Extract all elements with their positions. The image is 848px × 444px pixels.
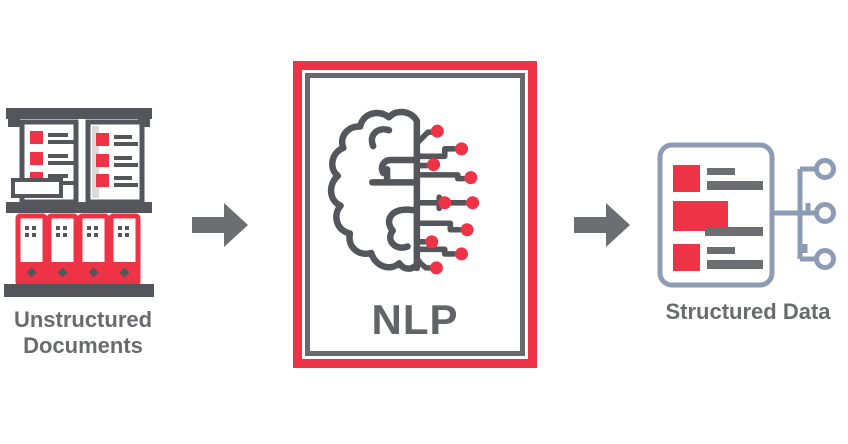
branch-lines bbox=[772, 166, 815, 262]
arrow-right-icon bbox=[192, 203, 248, 247]
source-label: Unstructured Documents bbox=[2, 307, 164, 359]
source-label-line2: Documents bbox=[23, 333, 143, 358]
file-box-left bbox=[11, 119, 79, 205]
nlp-inner-frame: NLP bbox=[305, 73, 525, 356]
source-label-line1: Unstructured bbox=[13, 307, 153, 332]
process-label: NLP bbox=[371, 296, 459, 343]
brain-circuit-icon bbox=[327, 108, 480, 275]
binder bbox=[15, 213, 48, 287]
arrow-right-icon bbox=[574, 203, 630, 247]
binder bbox=[108, 213, 141, 287]
neural-nodes bbox=[425, 124, 480, 275]
shelf-bottom-bar bbox=[4, 284, 154, 297]
binder bbox=[77, 213, 110, 287]
file-box-right bbox=[85, 119, 145, 205]
shelf-top-bar bbox=[6, 108, 152, 119]
document-tree-icon bbox=[657, 142, 836, 288]
brain-outline bbox=[327, 108, 422, 272]
branch-node-rings bbox=[814, 158, 836, 270]
shelf-middle-bar bbox=[6, 202, 152, 213]
output-label: Structured Data bbox=[665, 299, 831, 324]
nlp-process-box: NLP bbox=[293, 61, 537, 368]
binder bbox=[46, 213, 79, 287]
file-box-label-window bbox=[11, 178, 63, 198]
archive-binders-icon bbox=[4, 108, 154, 297]
